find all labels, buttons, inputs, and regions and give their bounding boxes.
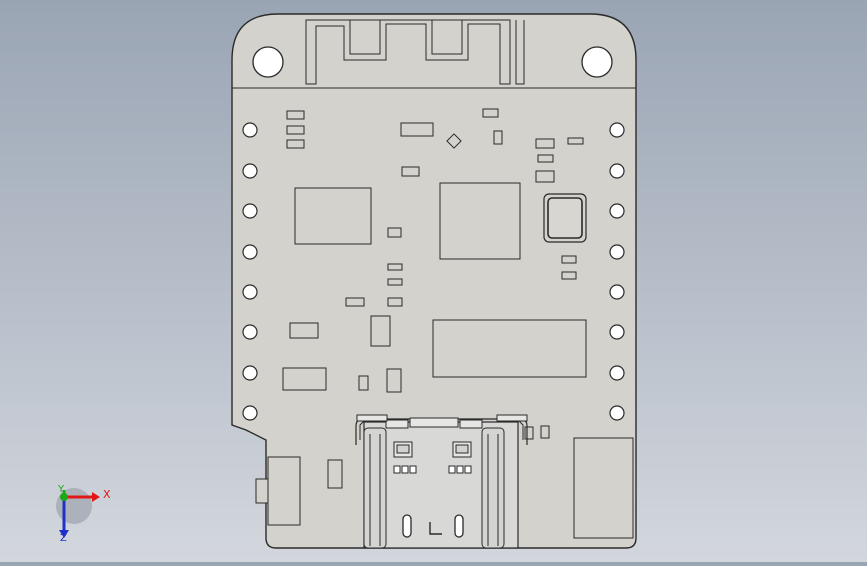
axis-label-z: Z [60,533,67,544]
inductor-component [543,193,587,243]
pcb-board[interactable] [231,13,637,549]
mounting-hole-left [252,46,284,78]
smd-components [255,108,634,539]
pcb-antenna [305,19,525,85]
axis-label-y: Y [57,484,65,495]
axis-label-x: X [103,488,111,501]
mounting-hole-right [581,46,613,78]
coordinate-triad[interactable]: X Y Z [56,484,111,544]
header-pins-left [242,122,258,421]
header-pins-right [609,122,625,421]
usb-c-connector [355,414,528,549]
